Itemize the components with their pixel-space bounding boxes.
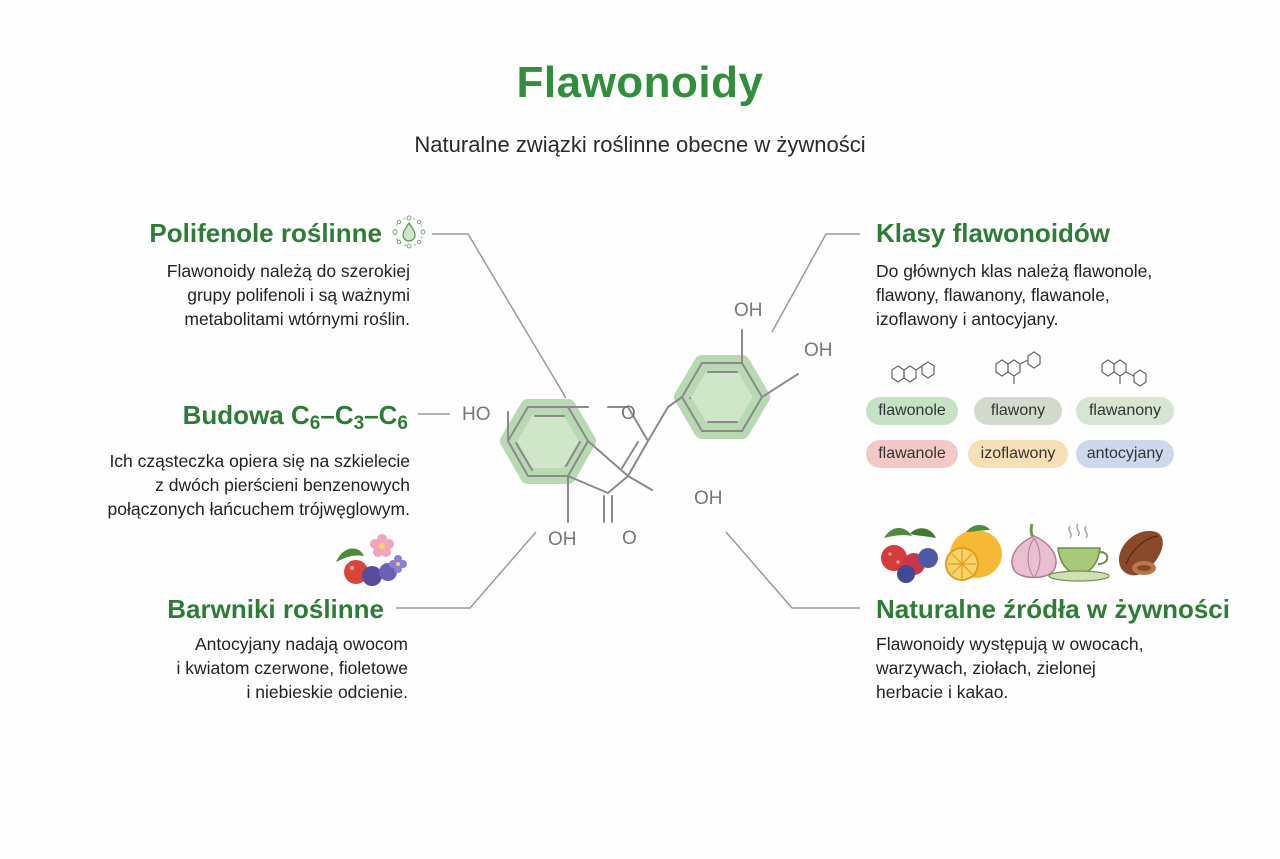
label-o-keto: O <box>622 528 637 549</box>
heading-klasy: Klasy flawonoidów <box>876 218 1111 248</box>
formula-sub: 3 <box>353 413 365 434</box>
heading-budowa-prefix: Budowa <box>182 400 291 430</box>
connector-barwniki <box>396 531 537 609</box>
text-line: i kwiatom czerwone, fioletowe <box>176 658 408 678</box>
label-oh-top: OH <box>734 300 763 321</box>
badge-flawanole: flawanole <box>866 440 958 468</box>
formula-dash: – <box>320 400 335 430</box>
page-subtitle: Naturalne związki roślinne obecne w żywn… <box>414 132 866 157</box>
formula-sub: 6 <box>309 413 321 434</box>
text-line: herbacie i kakao. <box>876 682 1009 702</box>
badge-label: izoflawony <box>980 445 1056 462</box>
food-sources-illustration <box>881 523 1163 583</box>
text-line: Ich cząsteczka opiera się na szkielecie <box>109 451 410 471</box>
text-barwniki: Antocyjany nadają owocom i kwiatom czerw… <box>68 632 408 704</box>
berries-flowers-icon <box>336 534 407 586</box>
formula-c: C <box>290 400 310 430</box>
cacao-icon <box>1118 530 1163 576</box>
text-polifenole: Flawonoidy należą do szerokiej grupy pol… <box>70 259 410 331</box>
flavanone-structure-icon <box>1101 359 1147 387</box>
page-title: Flawonoidy <box>516 58 764 107</box>
badge-flawony: flawony <box>974 397 1062 425</box>
green-tea-icon <box>1048 523 1110 582</box>
text-line: Flawonoidy występują w owocach, <box>876 634 1144 654</box>
formula-sub: 6 <box>397 413 408 434</box>
label-oh-3: OH <box>694 488 723 509</box>
text-line: połączonych łańcuchem trójwęglowym. <box>107 499 411 519</box>
label-ho-left: HO <box>462 404 491 425</box>
badge-label: flawanole <box>878 445 946 462</box>
heading-polifenole: Polifenole roślinne <box>149 218 382 248</box>
badge-label: antocyjany <box>1086 445 1164 462</box>
text-line: Do głównych klas należą flawonole, <box>876 261 1153 281</box>
formula-c: C <box>334 400 354 430</box>
badge-flawonole: flawonole <box>866 397 958 425</box>
onion-icon <box>1011 523 1057 579</box>
text-line: izoflawony i antocyjany. <box>876 309 1059 329</box>
text-line: Antocyjany nadają owocom <box>194 634 408 654</box>
text-line: z dwóch pierścieni benzenowych <box>155 475 410 495</box>
badge-izoflawony: izoflawony <box>968 440 1068 468</box>
label-oh-5: OH <box>548 529 577 550</box>
flavone-structure-icon <box>995 351 1041 384</box>
flavonoid-molecule <box>500 329 799 523</box>
flavonol-structure-icon <box>891 361 935 383</box>
ring-b-highlight <box>674 355 770 439</box>
label-o-ring: O <box>621 403 636 424</box>
badge-antocyjany: antocyjany <box>1076 440 1174 468</box>
text-klasy: Do głównych klas należą flawonole, flawo… <box>876 259 1256 331</box>
formula-c: C <box>378 400 398 430</box>
heading-budowa: Budowa C6–C3–C6 <box>182 400 408 434</box>
formula-dash: – <box>364 400 379 430</box>
connector-polifenole <box>432 233 567 399</box>
badge-label: flawony <box>990 402 1046 419</box>
text-line: warzywach, ziołach, zielonej <box>876 658 1096 678</box>
text-line: grupy polifenoli i są ważnymi <box>187 285 410 305</box>
text-line: flawony, flawanony, flawanole, <box>876 285 1110 305</box>
connector-zrodla <box>725 531 860 609</box>
text-line: Flawonoidy należą do szerokiej <box>166 261 410 281</box>
ring-a-highlight <box>500 399 596 484</box>
text-line: i niebieskie odcienie. <box>246 682 409 702</box>
connector-klasy <box>771 233 860 333</box>
heading-barwniki: Barwniki roślinne <box>167 594 384 624</box>
badge-flawanony: flawanony <box>1076 397 1174 425</box>
berries-icon <box>881 528 938 583</box>
text-zrodla: Flawonoidy występują w owocach, warzywac… <box>876 632 1256 704</box>
text-line: metabolitami wtórnymi roślin. <box>184 309 410 329</box>
text-budowa: Ich cząsteczka opiera się na szkielecie … <box>30 449 411 521</box>
badge-label: flawonole <box>878 402 946 419</box>
label-oh-right: OH <box>804 340 833 361</box>
badge-label: flawanony <box>1088 402 1162 419</box>
heading-zrodla: Naturalne źródła w żywności <box>876 594 1230 624</box>
polyphenol-drop-icon <box>392 215 426 249</box>
citrus-icon <box>945 525 1002 581</box>
